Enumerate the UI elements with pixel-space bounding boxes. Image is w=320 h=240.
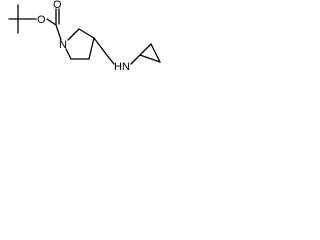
carbonyl-oxygen-label: O <box>53 0 62 11</box>
structure-canvas: O O N HN <box>0 0 164 78</box>
carbonyl-to-nitrogen-bond <box>55 24 62 41</box>
oxygen-to-carbonyl-bond <box>46 18 57 26</box>
c3-to-methylene-bond <box>93 37 107 55</box>
ring-bond-upper-to-c3 <box>78 28 95 39</box>
ring-bond-c3-to-lower <box>88 37 95 60</box>
ring-bond-n-to-upper <box>67 28 80 41</box>
amine-label: HN <box>114 61 130 73</box>
methylene-to-amine-bond <box>105 53 115 65</box>
cyclopropyl-bond-3 <box>139 54 161 63</box>
ring-bond-lowerleft-to-n <box>65 48 72 60</box>
ether-oxygen-label: O <box>37 14 46 26</box>
ring-nitrogen-label: N <box>59 39 67 51</box>
cyclopropyl-bond-2 <box>150 43 161 63</box>
cyclopropyl-bond-1 <box>139 43 152 56</box>
molecule-structure: O O N HN <box>8 0 161 73</box>
amine-to-cyclopropyl-bond <box>130 54 141 65</box>
